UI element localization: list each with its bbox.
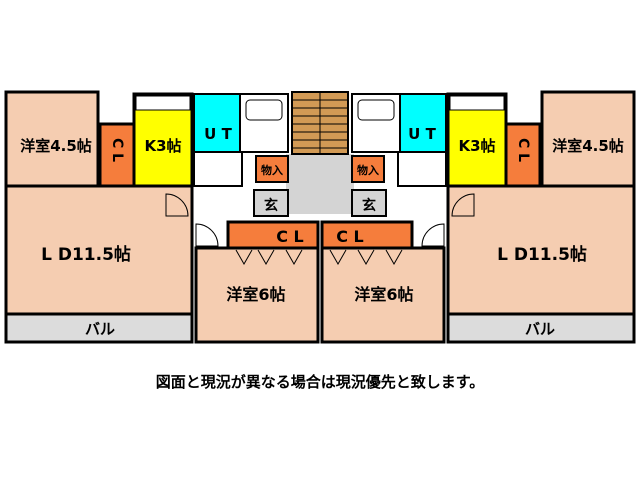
western-room-left-6 xyxy=(194,246,320,344)
storage-left-label: 物入 xyxy=(261,163,283,177)
western-room-left-small-label: 洋室4.5帖 xyxy=(20,137,92,155)
center-hall xyxy=(286,154,354,214)
western-room-right-small xyxy=(540,90,636,188)
ld-room-left xyxy=(4,184,194,316)
ut-left-label: U T xyxy=(204,125,232,143)
stair-treads xyxy=(292,92,348,154)
closet-left-center xyxy=(226,220,320,250)
balcony-right-label: バル xyxy=(525,320,555,338)
bathtub-right xyxy=(357,99,395,121)
kitchen-right-label: K3帖 xyxy=(458,137,495,155)
toilet-left xyxy=(193,151,243,187)
ld-left-label: L D11.5帖 xyxy=(41,244,131,265)
ld-right-label: L D11.5帖 xyxy=(497,244,587,265)
entrance-right-label: 玄 xyxy=(362,197,376,214)
western-room-right-small-label: 洋室4.5帖 xyxy=(552,137,624,155)
western-room-right-6-label: 洋室6帖 xyxy=(354,285,413,304)
door-swings xyxy=(165,193,475,266)
entrance-left-label: 玄 xyxy=(264,197,278,214)
balcony-right xyxy=(446,312,636,344)
western-room-right-6 xyxy=(320,246,446,344)
ut-right-label: U T xyxy=(408,125,436,143)
ut-left xyxy=(193,93,241,153)
entrance-left xyxy=(253,189,289,217)
bathtub-left xyxy=(245,99,283,121)
toilet-right xyxy=(397,151,447,187)
storage-left xyxy=(255,155,289,183)
kitchen-counter-right xyxy=(449,95,505,111)
closet-left-center-label: C L xyxy=(276,227,304,246)
western-room-left-small xyxy=(4,90,100,188)
entrance-right xyxy=(351,189,387,217)
balcony-left xyxy=(4,312,194,344)
western-room-left-6-label: 洋室6帖 xyxy=(226,285,285,304)
closet-right-center xyxy=(320,220,414,250)
storage-right-label: 物入 xyxy=(357,163,379,177)
closet-left-outer-label: C L xyxy=(109,138,125,162)
closet-right-outer-label: C L xyxy=(515,138,531,162)
kitchen-counter-left xyxy=(135,95,191,111)
balcony-left-label: バル xyxy=(85,320,115,338)
kitchen-left-label: K3帖 xyxy=(144,137,181,155)
closet-right-center-label: C L xyxy=(336,227,364,246)
ut-right xyxy=(399,93,447,153)
disclaimer-caption: 図面と現況が異なる場合は現況優先と致します。 xyxy=(155,373,485,391)
closet-right-outer xyxy=(504,122,542,188)
storage-right xyxy=(351,155,385,183)
closet-left-outer xyxy=(98,122,136,188)
